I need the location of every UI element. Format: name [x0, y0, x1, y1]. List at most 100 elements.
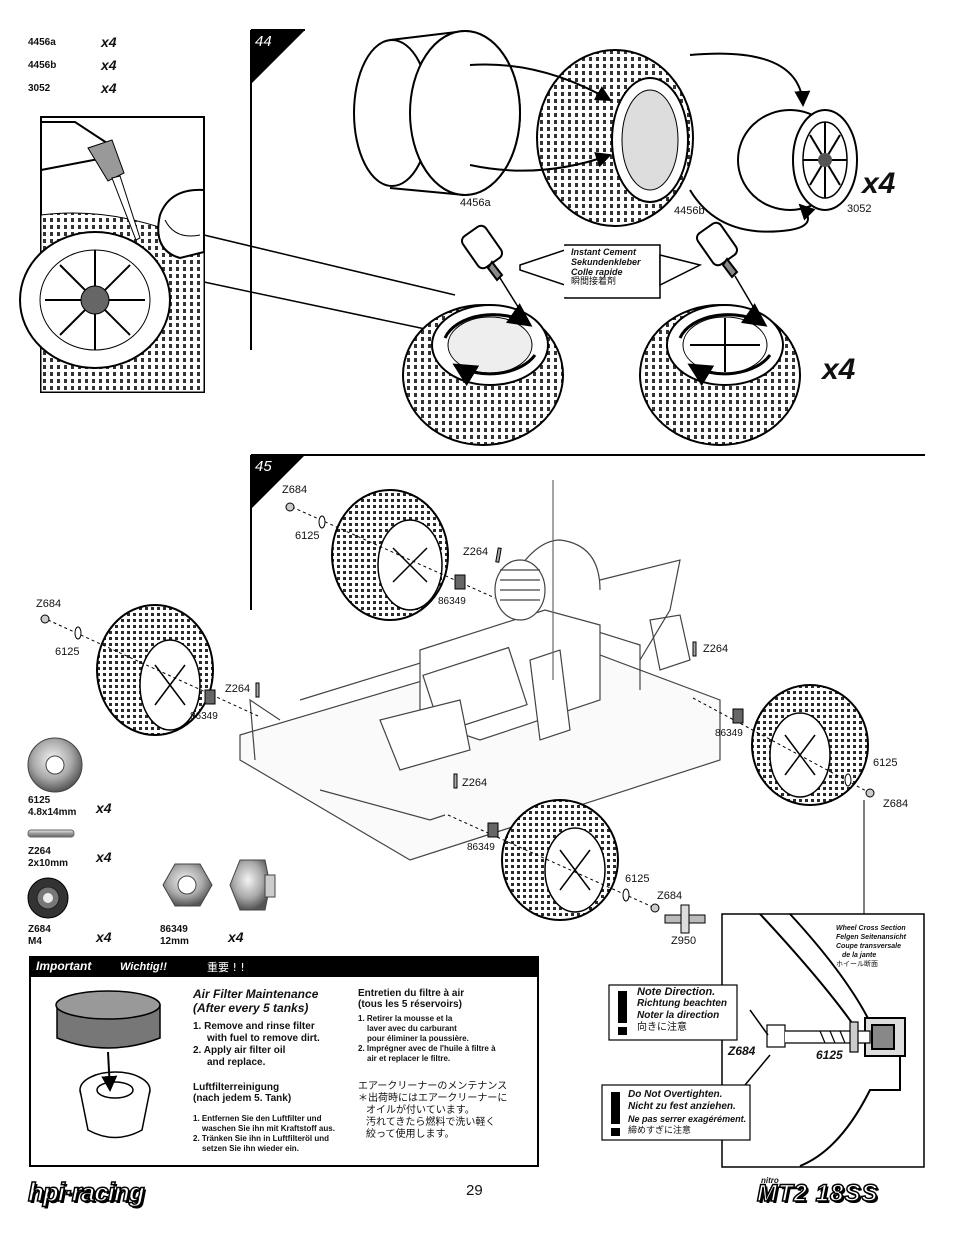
ja-step-2: オイルが付いています。 [366, 1105, 475, 1116]
glue-bottle-left [460, 224, 521, 311]
part-z264-qty: x4 [96, 849, 112, 865]
step-44-number: 44 [255, 33, 272, 50]
detail-tire-closeup [19, 121, 205, 393]
step-45-number: 45 [255, 458, 272, 475]
part-z684-qty: x4 [96, 929, 112, 945]
glue-bottle-right [695, 221, 756, 311]
note2-de: Nicht zu fest anziehen. [628, 1101, 736, 1112]
part-86349: 86349 12mm [160, 924, 189, 948]
label-ml-hex: 86349 [190, 711, 218, 722]
important-tab-de: Wichtig!! [120, 961, 167, 973]
cs-label-washer: 6125 [816, 1048, 843, 1062]
fr-title-2: (tous les 5 réservoirs) [358, 999, 462, 1010]
part-z684-number: Z684 [28, 924, 51, 935]
label-tire-4456b: 4456b [674, 205, 705, 217]
label-wrench-z950: Z950 [671, 935, 697, 947]
part-z264: Z264 2x10mm [28, 846, 68, 870]
glued-tire-right [639, 303, 801, 446]
label-bm-pin: Z264 [462, 777, 488, 789]
step-45-badge [251, 455, 305, 509]
air-filter-ja: エアークリーナーのメンテナンス ＊出荷時にはエアークリーナーに オイルが付いてい… [358, 1081, 507, 1141]
part-qty-4456b: x4 [101, 57, 117, 73]
wheel-bottom [501, 799, 619, 921]
air-filter-de: Luftfilterreinigung (nach jedem 5. Tank)… [193, 1082, 335, 1154]
part-z264-number: Z264 [28, 846, 51, 857]
ja-step-3: 汚れてきたら燃料で洗い軽く [366, 1117, 496, 1128]
washer-6125-image [27, 737, 83, 793]
cross-section-title: Wheel Cross Section Felgen Seitenansicht… [836, 924, 906, 969]
cs-title-fr: Coupe transversale [836, 943, 901, 950]
part-86349-desc: 12mm [160, 936, 189, 947]
glue-ja: 瞬間接着剤 [571, 277, 617, 287]
air-filter-en: Air Filter Maintenance (After every 5 ta… [193, 987, 320, 1069]
hexnut-86349-image [162, 859, 276, 911]
label-fr-nut: Z684 [883, 798, 909, 810]
wheel-top-left [331, 489, 449, 621]
cs-label-nut: Z684 [728, 1044, 756, 1058]
de-step-2: 2. Tränken Sie ihn in Luftfilteröl und [193, 1134, 330, 1143]
part-6125-desc: 4.8x14mm [28, 807, 77, 818]
note1-en: Note Direction. [637, 986, 716, 998]
label-ml-washer: 6125 [55, 646, 80, 658]
cs-title-de: Felgen Seitenansicht [836, 934, 907, 941]
label-tl-hex: 86349 [438, 596, 466, 607]
part-number-4456b: 4456b [28, 60, 57, 71]
part-6125-qty: x4 [96, 800, 112, 816]
en-step-1: 1. Remove and rinse filter [193, 1021, 315, 1032]
glue-fr: Colle rapide [571, 267, 623, 277]
part-z264-desc: 2x10mm [28, 858, 69, 869]
cross-section-bolt [766, 1021, 871, 1053]
fr-step-1c: pour éliminer la poussière. [367, 1034, 469, 1043]
important-tab-en: Important [36, 959, 92, 973]
glue-de: Sekundenkleber [571, 257, 641, 267]
note-overtighten: Do Not Overtighten. Nicht zu fest anzieh… [628, 1089, 746, 1137]
page-number: 29 [466, 1182, 483, 1199]
de-step-1: 1. Entfernen Sie den Luftfilter und [193, 1114, 322, 1123]
en-step-2b: and replace. [207, 1057, 266, 1068]
air-filter-fr: Entretien du filtre à air (tous les 5 ré… [358, 988, 496, 1064]
fr-step-1b: laver avec du carburant [367, 1024, 457, 1033]
wheel-right [751, 684, 869, 806]
glue-callout: Instant Cement Sekundenkleber Colle rapi… [571, 247, 663, 287]
foam-insert-4456a [353, 30, 521, 196]
de-step-1b: waschen Sie ihn mit Kraftstoff aus. [202, 1124, 335, 1133]
part-86349-qty: x4 [228, 929, 244, 945]
de-title-2: (nach jedem 5. Tank) [193, 1093, 292, 1104]
step44-multiplier: x4 [862, 167, 896, 200]
cs-title-fr2: de la jante [842, 952, 877, 959]
note2-fr: Ne pas serrer exagérément. [628, 1114, 747, 1124]
part-6125: 6125 4.8x14mm [28, 795, 76, 819]
nut-z684-image [27, 877, 69, 919]
cs-title-en: Wheel Cross Section [836, 925, 906, 932]
part-86349-number: 86349 [160, 924, 188, 935]
note1-ja: 向きに注意 [637, 1022, 687, 1033]
en-title-1: Air Filter Maintenance [193, 987, 319, 1001]
brand-logo-hpi: hpi·racing [27, 1176, 145, 1208]
en-step-1b: with fuel to remove dirt. [207, 1033, 320, 1044]
label-fr-hex: 86349 [715, 728, 743, 739]
fr-step-2b: air et replacer le filtre. [367, 1054, 451, 1063]
important-tab-ja: 重要 ! ! [207, 961, 245, 974]
tire-4456b [536, 49, 694, 227]
part-z684-desc: M4 [28, 936, 42, 947]
fr-title-1: Entretien du filtre à air [358, 988, 465, 999]
note2-ja: 締めすぎに注意 [628, 1126, 692, 1136]
label-bm-washer: 6125 [625, 873, 650, 885]
part-number-3052: 3052 [28, 83, 51, 94]
en-title-2: (After every 5 tanks) [193, 1001, 309, 1015]
part-qty-3052: x4 [101, 80, 117, 96]
note-direction: Note Direction. Richtung beachten Noter … [637, 986, 727, 1034]
de-title-1: Luftfilterreinigung [193, 1082, 280, 1093]
step44-multiplier-2: x4 [822, 353, 856, 386]
label-foam-4456a: 4456a [460, 197, 491, 209]
warning-icons [611, 991, 627, 1136]
pin-z264-image [27, 829, 75, 838]
label-ml-nut: Z684 [36, 598, 62, 610]
label-wheel-3052: 3052 [847, 203, 872, 215]
glued-tire-left [402, 303, 564, 446]
truck-chassis [239, 480, 721, 861]
en-step-2: 2. Apply air filter oil [193, 1045, 286, 1056]
ja-step-4: 絞って使用します。 [366, 1129, 455, 1140]
part-z684: Z684 M4 [28, 924, 51, 948]
